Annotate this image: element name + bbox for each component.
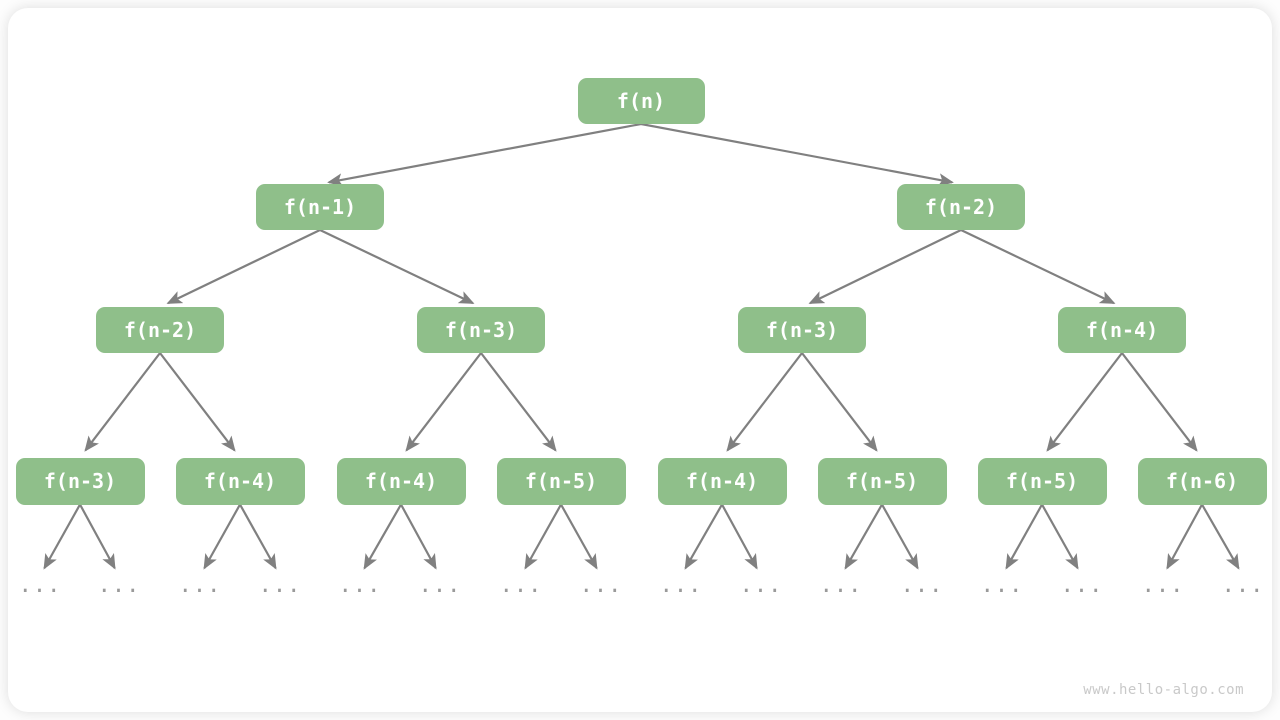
ellipsis-marker: ... xyxy=(739,573,783,598)
tree-node[interactable]: f(n-1) xyxy=(256,184,384,230)
tree-node[interactable]: f(n-5) xyxy=(817,457,947,505)
tree-node[interactable]: f(n-4) xyxy=(657,457,787,505)
ellipsis-marker: ... xyxy=(338,573,382,598)
ellipsis-marker: ... xyxy=(258,573,302,598)
tree-node[interactable]: f(n-6) xyxy=(1137,457,1267,505)
watermark: www.hello-algo.com xyxy=(1083,682,1244,698)
ellipsis-marker: ... xyxy=(659,573,703,598)
tree-node[interactable]: f(n-3) xyxy=(15,457,145,505)
ellipsis-marker: ... xyxy=(18,573,62,598)
tree-node[interactable]: f(n-5) xyxy=(496,457,626,505)
ellipsis-marker: ... xyxy=(418,573,462,598)
ellipsis-marker: ... xyxy=(900,573,944,598)
ellipsis-marker: ... xyxy=(499,573,543,598)
tree-node[interactable]: f(n-2) xyxy=(897,184,1025,230)
tree-node[interactable]: f(n-5) xyxy=(977,457,1107,505)
tree-node[interactable]: f(n-4) xyxy=(175,457,305,505)
tree-node[interactable]: f(n) xyxy=(577,78,705,124)
ellipsis-marker: ... xyxy=(1141,573,1185,598)
tree-node[interactable]: f(n-3) xyxy=(738,307,866,353)
tree-node[interactable]: f(n-2) xyxy=(96,307,224,353)
tree-node[interactable]: f(n-4) xyxy=(1058,307,1186,353)
ellipsis-marker: ... xyxy=(819,573,863,598)
ellipsis-marker: ... xyxy=(97,573,141,598)
ellipsis-marker: ... xyxy=(178,573,222,598)
ellipsis-marker: ... xyxy=(1060,573,1104,598)
ellipsis-marker: ... xyxy=(980,573,1024,598)
tree-node[interactable]: f(n-4) xyxy=(336,457,466,505)
ellipsis-marker: ... xyxy=(1221,573,1265,598)
ellipsis-marker: ... xyxy=(579,573,623,598)
tree-node[interactable]: f(n-3) xyxy=(417,307,545,353)
